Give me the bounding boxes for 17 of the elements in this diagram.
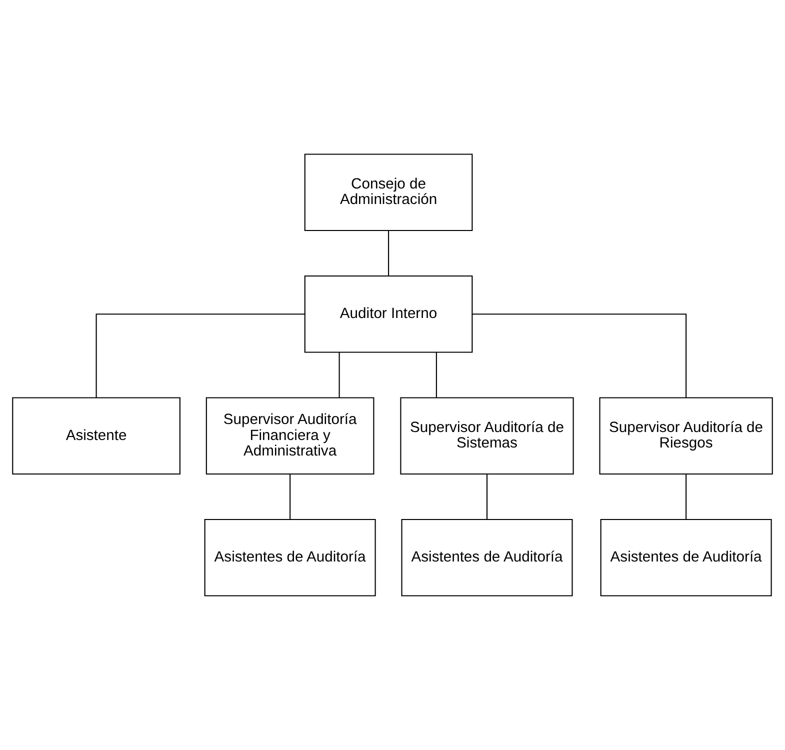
connector [290, 474, 291, 520]
connector [436, 352, 437, 398]
connector [686, 474, 687, 520]
node-box: Auditor Interno [304, 275, 473, 353]
node-box: Asistente [12, 397, 180, 475]
connector [338, 352, 340, 398]
node-box: Supervisor Auditoría Financiera y Administrativa [206, 397, 374, 475]
connector [388, 230, 390, 276]
node-box: Supervisor Auditoría de Riesgos [599, 397, 773, 475]
connector [96, 314, 305, 398]
node-box: Asistentes de Auditoría [401, 519, 573, 596]
node-box: Asistentes de Auditoría [600, 519, 772, 596]
node-box: Asistentes de Auditoría [204, 519, 376, 596]
connector [472, 314, 687, 398]
connector [486, 474, 488, 520]
node-box: Consejo de Administración [304, 154, 473, 231]
node-box: Supervisor Auditoría de Sistemas [400, 397, 574, 475]
